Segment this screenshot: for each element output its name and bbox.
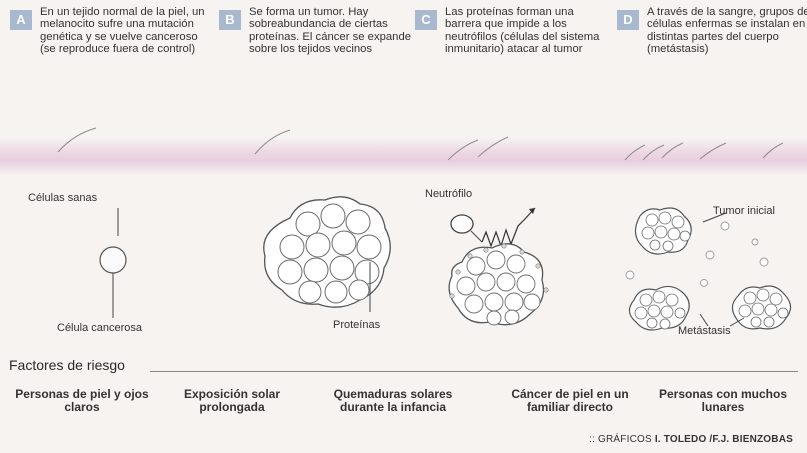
step-badge: C [415, 10, 437, 30]
step-text: A través de la sangre, grupos de células… [647, 6, 807, 56]
initial-tumor-leader [702, 212, 727, 223]
circulating-cells [625, 221, 769, 287]
step-text: En un tejido normal de la piel, un melan… [40, 6, 205, 56]
skin-band [0, 138, 807, 176]
risk-divider [150, 371, 798, 372]
metastasis-left [628, 285, 690, 331]
step-badge: A [10, 10, 32, 30]
step-text: Las proteínas forman una barrera que imp… [445, 6, 600, 56]
hair-strokes [57, 127, 784, 161]
risk-item: Personas con muchos lunares [658, 387, 788, 414]
label-cancer-cell: Célula cancerosa [57, 322, 142, 334]
metastasis-right [731, 285, 792, 330]
label-proteins: Proteínas [333, 319, 381, 331]
risk-item: Personas de piel y ojos claros [15, 387, 149, 414]
risk-factors-title: Factores de riesgo [9, 357, 125, 373]
tumor-cells [277, 203, 382, 304]
metastasis-leader-left [699, 313, 709, 327]
step-text: Se forma un tumor. Hay sobreabundancia d… [249, 6, 412, 56]
step-badge: B [219, 10, 241, 30]
credit-authors: I. TOLEDO /F.J. BIENZOBAS [654, 434, 793, 445]
neutrophil-stalk [470, 230, 483, 243]
label-healthy-cells: Células sanas [28, 192, 98, 204]
label-neutrophil: Neutrófilo [425, 188, 473, 200]
credit-line: :: GRÁFICOS I. TOLEDO /F.J. BIENZOBAS [589, 434, 793, 445]
risk-item: Quemaduras solares durante la infancia [333, 387, 453, 414]
label-initial-tumor: Tumor inicial [713, 205, 775, 217]
risk-item: Exposición solar prolongada [183, 387, 281, 414]
label-metastasis: Metástasis [678, 325, 731, 337]
protein-dots [449, 243, 549, 299]
tumor-c-cells [456, 250, 541, 326]
credit-prefix: :: GRÁFICOS [589, 434, 652, 445]
metastasis-leader-right [729, 317, 745, 327]
neutrophil [450, 214, 474, 234]
initial-tumor [634, 207, 692, 255]
signal-arrowhead [529, 208, 535, 214]
risk-item: Cáncer de piel en un familiar directo [511, 387, 629, 414]
neutrophil-signal [481, 207, 536, 248]
cancer-cell [99, 246, 127, 274]
step-badge: D [617, 10, 639, 30]
